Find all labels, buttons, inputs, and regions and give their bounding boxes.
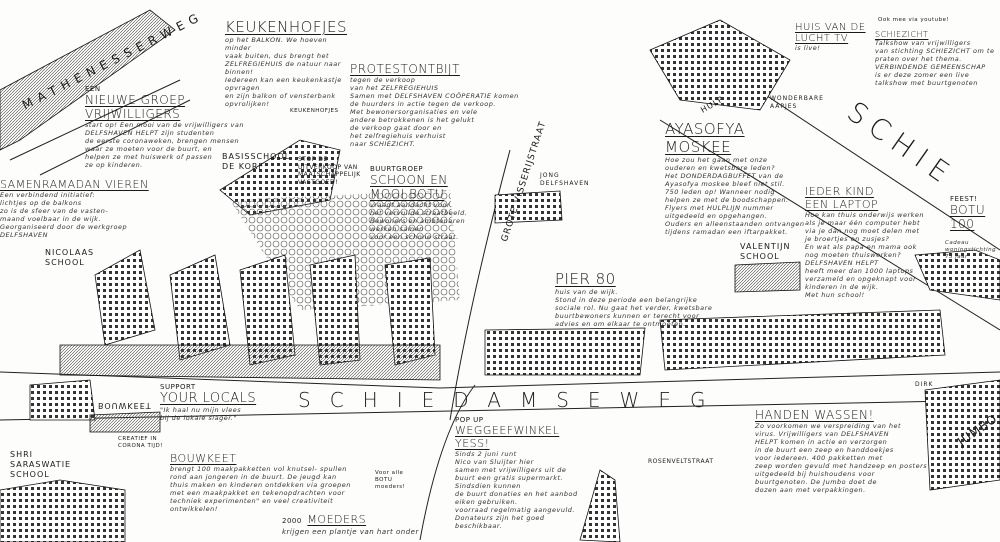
sign-keukenhofjes: KEUKENHOFJES bbox=[290, 108, 339, 114]
story-body: op het BALKON. We hoeven minder vaak bui… bbox=[225, 36, 342, 108]
story-title: BOUWKEET bbox=[170, 452, 237, 465]
story-body: "Ik haal nu mijn vlees bij de lokale sla… bbox=[160, 406, 242, 422]
story-pre: POP UP bbox=[455, 416, 484, 424]
label-valentijn-school: VALENTIJN SCHOOL bbox=[740, 242, 791, 261]
story-body: tegen de verkoop van het ZELFREGIEHUIS S… bbox=[350, 76, 519, 148]
story-body: brengt 100 maakpakketten vol knutsel- sp… bbox=[170, 465, 351, 513]
story-body: Zo voorkomen we verspreiding van het vir… bbox=[755, 422, 928, 494]
ayasofya-building bbox=[649, 19, 791, 111]
story-body: Talkshow van vrijwilligers van stichting… bbox=[875, 39, 995, 87]
story-title: WEGGEEFWINKEL YESS! bbox=[455, 424, 560, 450]
story-body: Sinds 2 juni runt Nico van Sluijter hier… bbox=[455, 450, 578, 530]
flat-1 bbox=[94, 249, 156, 346]
note-botu-moeders: Voor alle BOTU moeders! bbox=[375, 470, 406, 490]
pier80-building bbox=[484, 327, 646, 376]
story-pier-80: PIER 80 huis van de wijk. Stond in deze … bbox=[555, 270, 712, 328]
story-title: YOUR LOCALS bbox=[160, 391, 257, 406]
story-body: vraagt aandacht voor het vervuilde straa… bbox=[370, 201, 468, 241]
sign-bouwkeet: BOUWKEET bbox=[98, 401, 152, 410]
note-ook-mee: Ook mee via youtube! bbox=[878, 17, 950, 23]
flat-2 bbox=[169, 254, 231, 361]
story-protestontbijt: PROTESTONTBIJT tegen de verkoop van het … bbox=[350, 62, 519, 148]
story-huis-lucht-tv: HUIS VAN DE LUCHT TV is live! bbox=[795, 22, 867, 52]
label-basisschool: BASISSCHOOL DE KORF bbox=[222, 152, 291, 171]
story-samenramadan: SAMENRAMADAN VIEREN Een verbindend initi… bbox=[0, 178, 149, 239]
bouwkeet-building bbox=[89, 411, 161, 433]
label-wonderbare-aapjes: WONDERBARE AAPJES bbox=[770, 95, 824, 110]
story-keukenhofjes: KEUKENHOFJES op het BALKON. We hoeven mi… bbox=[225, 18, 347, 108]
buildings bbox=[0, 9, 1000, 542]
story-title: NIEUWE GROEP VRIJWILLIGERS bbox=[85, 93, 186, 121]
story-weggeefwinkel: POP UP WEGGEEFWINKEL YESS! Sinds 2 juni … bbox=[455, 416, 578, 530]
street-schiedamseweg: SCHIEDAMSEWEG bbox=[298, 388, 725, 412]
story-title: HUIS VAN DE LUCHT TV bbox=[795, 22, 866, 44]
story-body: huis van de wijk. Stond in deze periode … bbox=[555, 288, 713, 328]
story-body: krijgen een plantje van hart onder bbox=[282, 528, 419, 536]
story-title: BOTU 100 bbox=[950, 203, 986, 231]
story-title: MOEDERS bbox=[307, 513, 367, 526]
story-pre: SUPPORT bbox=[160, 383, 196, 391]
story-ieder-kind-laptop: IEDER KIND EEN LAPTOP Hoe kan thuis onde… bbox=[805, 185, 924, 299]
story-title: PROTESTONTBIJT bbox=[350, 62, 460, 76]
story-title: SCHOON EN MOOI BOTU bbox=[370, 173, 448, 201]
sign-dirk: DIRK bbox=[915, 381, 934, 388]
story-body: Hoe kan thuis onderwijs werken als je ma… bbox=[805, 211, 925, 299]
valentijn-building bbox=[734, 261, 801, 293]
jumbo-building bbox=[924, 379, 1000, 491]
story-title: HANDEN WASSEN! bbox=[755, 408, 874, 422]
story-body: is live! bbox=[795, 44, 821, 52]
story-pre: 2000 bbox=[282, 517, 302, 525]
story-title: KEUKENHOFJES bbox=[225, 18, 347, 36]
story-moeders: 2000 MOEDERS krijgen een plantje van har… bbox=[282, 508, 419, 537]
low-row bbox=[59, 344, 441, 381]
story-schoon-en-mooi: BUURTGROEP SCHOON EN MOOI BOTU vraagt aa… bbox=[370, 165, 488, 241]
label-shri-school: SHRI SARASWATIE SCHOOL bbox=[10, 450, 72, 479]
story-pre: BUURTGROEP bbox=[370, 165, 424, 173]
story-body: Hoe zou het gaan met onze ouderen en kwe… bbox=[665, 156, 805, 236]
school-top bbox=[29, 379, 96, 421]
shri-school bbox=[0, 479, 126, 542]
botu-cadeau-note: Cadeau woningstichting 75 jaar bbox=[945, 240, 997, 260]
story-title: PIER 80 bbox=[555, 270, 616, 288]
story-stop-uitverkoop: STOP DE UITVERKOOP VAN MAATSCHAPPELIJK V… bbox=[298, 156, 361, 186]
story-bouwkeet: BOUWKEET brengt 100 maakpakketten vol kn… bbox=[170, 452, 355, 513]
story-pre: EEN bbox=[85, 85, 101, 93]
weggeef-row bbox=[579, 469, 621, 542]
long-row-right bbox=[659, 309, 946, 371]
story-title: AYASOFYA MOSKEE bbox=[665, 120, 745, 156]
jong-building bbox=[494, 190, 563, 224]
story-schiezicht: SCHIEZICHT Talkshow van vrijwilligers va… bbox=[875, 30, 994, 87]
story-handen-wassen: HANDEN WASSEN! Zo voorkomen we verspreid… bbox=[755, 408, 927, 494]
story-support-your-locals: SUPPORT YOUR LOCALS "Ik haal nu mijn vle… bbox=[160, 383, 256, 422]
story-title: SAMENRAMADAN VIEREN bbox=[0, 178, 149, 191]
story-body: start op! Een mooi van de vrijwilligers … bbox=[85, 121, 245, 169]
story-ayasofya: AYASOFYA MOSKEE Hoe zou het gaan met onz… bbox=[665, 120, 805, 236]
label-nicolaas-school: NICOLAAS SCHOOL bbox=[45, 248, 95, 267]
story-title: IEDER KIND EEN LAPTOP bbox=[805, 185, 879, 211]
label-jong-delfshaven: JONG DELFSHAVEN bbox=[540, 172, 590, 187]
story-nieuwe-groep: EEN NIEUWE GROEP VRIJWILLIGERS start op!… bbox=[85, 85, 244, 169]
mathenesserweg-row bbox=[0, 9, 176, 151]
street-rosenveltstraat: ROSENVELTSTRAAT bbox=[648, 458, 714, 465]
right-block bbox=[914, 249, 1000, 301]
note-creatief: CREATIEF IN CORONA TIJD! bbox=[118, 436, 163, 449]
story-botu-100: FEEST! BOTU 100 bbox=[950, 195, 995, 231]
story-body: Een verbindend initiatief: lichtjes op d… bbox=[0, 191, 128, 239]
story-pre: FEEST! bbox=[950, 195, 978, 203]
story-title: SCHIEZICHT bbox=[875, 30, 929, 39]
